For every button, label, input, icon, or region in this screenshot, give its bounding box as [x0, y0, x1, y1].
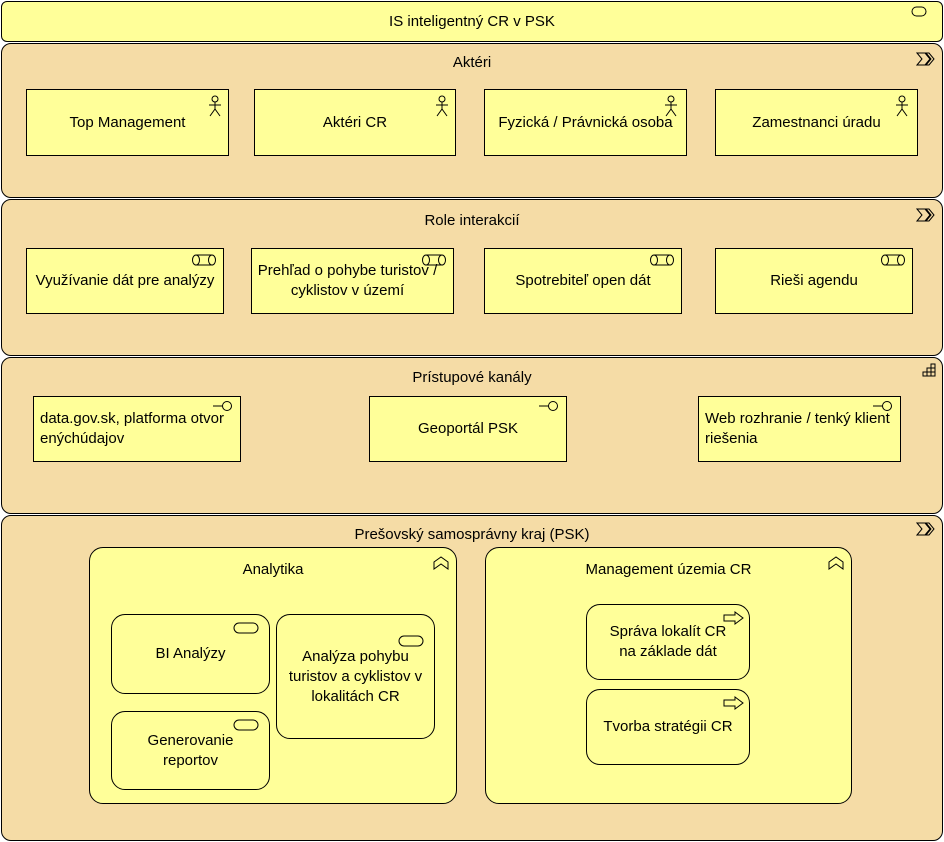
lane-channels-title: Prístupové kanály: [412, 369, 532, 386]
process-sprava-lokalit[interactable]: Správa lokalít CR na základe dát: [586, 604, 750, 680]
actor-label: Aktéri CR: [322, 113, 388, 131]
role-icon: [880, 254, 906, 268]
system-header: IS inteligentný CR v PSK: [1, 1, 943, 42]
group-management-title: Management územia CR: [585, 561, 752, 578]
channel-data-gov-sk[interactable]: data.gov.sk, platforma otvor enýchúdajov: [33, 396, 241, 462]
role-icon: [649, 254, 675, 268]
actor-label: Zamestnanci úradu: [752, 113, 881, 131]
interface-lollipop-icon: [538, 400, 560, 414]
actor-icon: [435, 95, 449, 117]
channel-label: Web rozhranie / tenký klient riešenia: [705, 410, 890, 447]
actor-icon: [208, 95, 222, 117]
actor-zamestnanci-uradu[interactable]: Zamestnanci úradu: [715, 89, 918, 156]
business-process-chevron-icon: [916, 208, 936, 222]
role-spotrebitel-open-dat[interactable]: Spotrebiteľ open dát: [484, 248, 682, 314]
business-process-chevron-icon: [916, 52, 936, 66]
lane-roles-title: Role interakcií: [424, 212, 520, 229]
interface-lollipop-icon: [212, 400, 234, 414]
channel-geoportal-psk[interactable]: Geoportál PSK: [369, 396, 567, 462]
actor-fyzicka-pravnicka-osoba[interactable]: Fyzická / Právnická osoba: [484, 89, 687, 156]
channel-web-rozhranie[interactable]: Web rozhranie / tenký klient riešenia: [698, 396, 901, 462]
service-icon: [398, 635, 424, 649]
actor-top-management[interactable]: Top Management: [26, 89, 229, 156]
actor-akteri-cr[interactable]: Aktéri CR: [254, 89, 456, 156]
service-icon: [233, 719, 259, 733]
lane-psk-title: Prešovský samosprávny kraj (PSK): [354, 526, 590, 543]
actor-label: Fyzická / Právnická osoba: [498, 113, 673, 131]
actor-icon: [664, 95, 678, 117]
actor-icon: [895, 95, 909, 117]
channel-label: data.gov.sk, platforma otvor enýchúdajov: [40, 410, 224, 447]
service-label: BI Analýzy: [155, 645, 226, 662]
interface-lollipop-icon: [872, 400, 894, 414]
actor-label: Top Management: [69, 113, 186, 131]
service-label: Analýza pohybu turistov a cyklistov v lo…: [288, 647, 423, 705]
service-bi-analyzy[interactable]: BI Analýzy: [111, 614, 270, 694]
role-riesi-agendu[interactable]: Rieši agendu: [715, 248, 913, 314]
process-arrow-icon: [723, 611, 745, 625]
role-vyuzivanie-dat[interactable]: Využívanie dát pre analýzy: [26, 248, 224, 314]
service-label: Generovanie reportov: [147, 731, 234, 769]
role-icon: [421, 254, 447, 268]
group-analytika-title: Analytika: [242, 561, 304, 578]
service-icon: [233, 622, 259, 636]
process-arrow-icon: [723, 696, 745, 710]
process-label: Správa lokalít CR na základe dát: [609, 623, 727, 660]
role-label: Spotrebiteľ open dát: [515, 272, 651, 289]
function-icon: [827, 556, 845, 570]
function-icon: [432, 556, 450, 570]
role-icon: [191, 254, 217, 268]
role-label: Prehľad o pohybe turistov / cyklistov v …: [257, 262, 438, 299]
lane-actors-title: Aktéri: [452, 54, 492, 71]
service-generovanie-reportov[interactable]: Generovanie reportov: [111, 711, 270, 790]
channel-label: Geoportál PSK: [417, 420, 519, 437]
interface-icon: [910, 6, 930, 20]
business-process-chevron-icon: [916, 522, 936, 536]
role-prehlad-o-pohybe[interactable]: Prehľad o pohybe turistov / cyklistov v …: [251, 248, 454, 314]
process-tvorba-strategii[interactable]: Tvorba stratégii CR: [586, 689, 750, 765]
role-label: Rieši agendu: [770, 272, 858, 289]
service-analyza-pohybu[interactable]: Analýza pohybu turistov a cyklistov v lo…: [276, 614, 435, 739]
process-label: Tvorba stratégii CR: [603, 718, 733, 735]
node-grid-icon: [922, 363, 936, 377]
role-label: Využívanie dát pre analýzy: [35, 272, 215, 289]
system-title: IS inteligentný CR v PSK: [389, 12, 555, 30]
